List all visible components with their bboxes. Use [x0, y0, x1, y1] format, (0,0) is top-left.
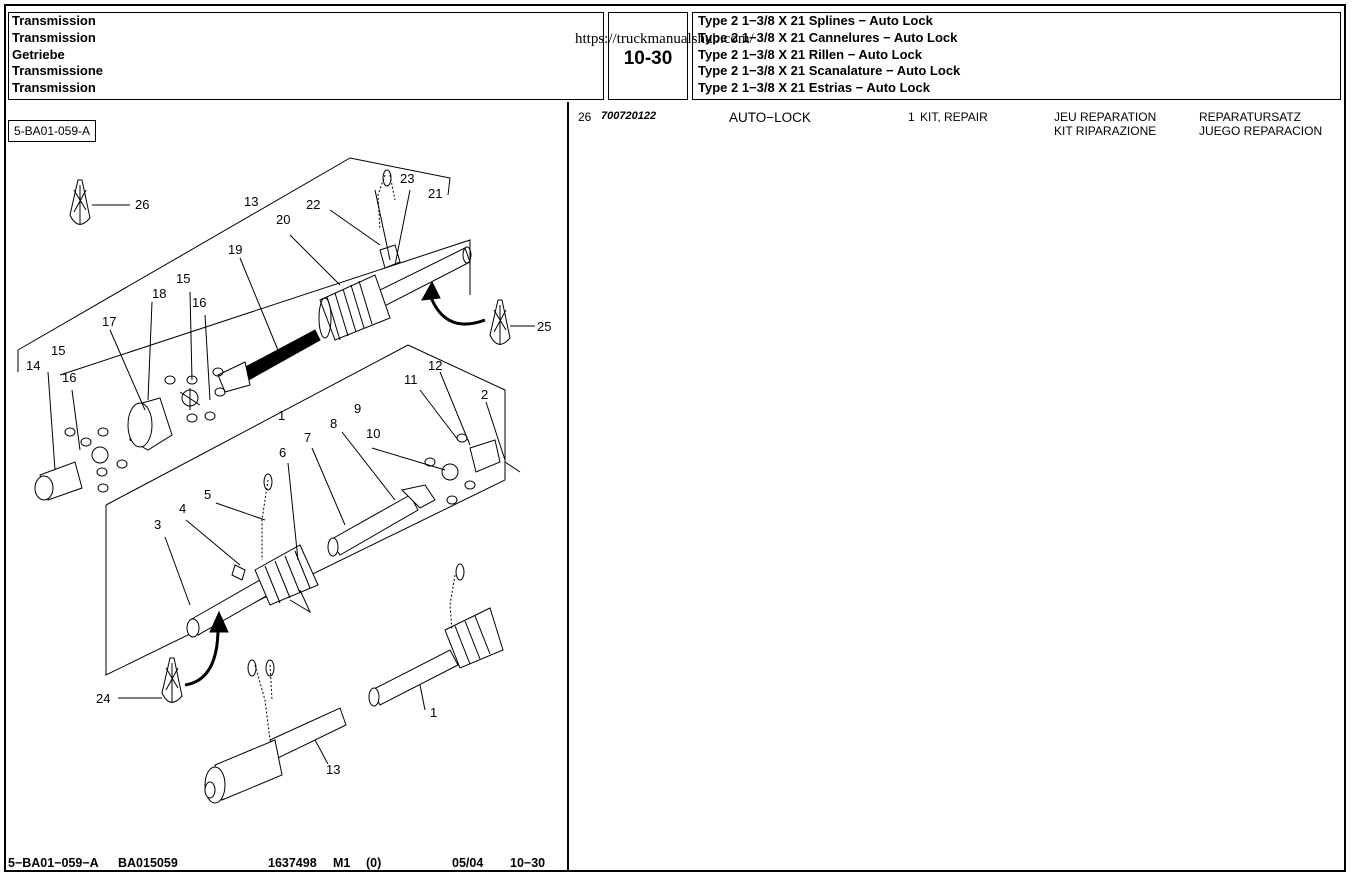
- page-frame: [4, 4, 1346, 872]
- callout: 20: [276, 212, 290, 227]
- callout: 26: [135, 197, 149, 212]
- upper-shaft: [318, 169, 472, 341]
- callout: 12: [428, 358, 442, 373]
- grease-bag-24: [118, 610, 229, 703]
- bracket-13: [17, 157, 471, 376]
- callout: 18: [152, 286, 166, 301]
- title-line: Transmission: [12, 29, 96, 45]
- inner-tube-8: [327, 484, 436, 557]
- callout: 23: [400, 171, 414, 186]
- section-title-box: Transmission Transmission Getriebe Trans…: [8, 12, 604, 100]
- description-box: Type 2 1−3/8 X 21 Splines − Auto Lock Ty…: [692, 12, 1341, 100]
- callout: 17: [102, 314, 116, 329]
- callout: 16: [62, 370, 76, 385]
- callout: 21: [428, 186, 442, 201]
- footer-page: 10−30: [510, 856, 546, 870]
- desc-line: Type 2 1−3/8 X 21 Estrias − Auto Lock: [698, 80, 930, 96]
- callout: 10: [366, 426, 380, 441]
- page-number-box: 10-30: [608, 12, 688, 100]
- desc-spanish: JUEGO REPARACION: [1199, 124, 1323, 138]
- quantity: 1: [908, 110, 915, 124]
- callout: 8: [330, 416, 337, 431]
- callout: 11: [404, 372, 418, 387]
- yoke-2: [424, 433, 521, 505]
- callout: 13: [244, 194, 258, 209]
- footer-doc-code: 5−BA01−059−A: [8, 856, 99, 870]
- grease-bag-26: [69, 179, 130, 225]
- footer-paren: (0): [366, 856, 382, 870]
- outer-tube-3: [186, 473, 319, 638]
- callout: 24: [96, 691, 110, 706]
- callout: 15: [176, 271, 190, 286]
- callout: 15: [51, 343, 65, 358]
- title-line: Transmission: [12, 80, 96, 96]
- callout: 13: [326, 762, 340, 777]
- yoke-assembly-left: [127, 367, 226, 451]
- footer-illustration-id: BA015059: [118, 856, 178, 870]
- callout: 25: [537, 319, 551, 334]
- exploded-diagram: 26 13 23 22 21 20 19 25 18 15 16 17 14 1…: [17, 157, 551, 804]
- callout: 6: [279, 445, 286, 460]
- desc-line: Type 2 1−3/8 X 21 Cannelures − Auto Lock: [698, 29, 958, 45]
- callout: 4: [179, 501, 186, 516]
- desc-english: KIT, REPAIR: [920, 110, 988, 124]
- title-line: Getriebe: [12, 46, 65, 62]
- callout: 1: [278, 408, 285, 423]
- part-note: AUTO−LOCK: [729, 110, 811, 125]
- assembled-shaft-13: [204, 659, 347, 804]
- leader-lines: [47, 189, 506, 765]
- desc-line: Type 2 1−3/8 X 21 Splines − Auto Lock: [698, 13, 933, 28]
- footer-revision: M1: [333, 856, 351, 870]
- column-divider: [567, 102, 569, 872]
- callout: 5: [204, 487, 211, 502]
- assembled-shaft-1: [368, 563, 504, 707]
- desc-line: Type 2 1−3/8 X 21 Scanalature − Auto Loc…: [698, 63, 961, 79]
- title-line: Transmission: [12, 13, 96, 28]
- callout: 19: [228, 242, 242, 257]
- callout: 3: [154, 517, 161, 532]
- footer-date: 05/04: [452, 856, 484, 870]
- yoke-14: [34, 427, 128, 501]
- callout: 14: [26, 358, 40, 373]
- title-line: Transmissione: [12, 63, 104, 79]
- callout: 9: [354, 401, 361, 416]
- figure-ref-label: 5-BA01-059-A: [8, 120, 96, 142]
- grease-bag-25: [421, 280, 535, 345]
- desc-line: Type 2 1−3/8 X 21 Rillen − Auto Lock: [698, 46, 922, 62]
- spline-shaft-19: [217, 329, 321, 393]
- ref-number: 26: [578, 110, 592, 124]
- callout: 16: [192, 295, 206, 310]
- footer-manual-number: 1637498: [268, 856, 317, 870]
- watermark-url: https://truckmanualshub.com/: [575, 31, 754, 47]
- callout: 1: [430, 705, 437, 720]
- part-number: 700720122: [601, 110, 657, 122]
- desc-french: JEU REPARATION: [1054, 110, 1157, 124]
- callout: 22: [306, 197, 320, 212]
- page-number: 10-30: [623, 48, 673, 69]
- bracket-1: [105, 344, 506, 676]
- desc-italian: KIT RIPARAZIONE: [1054, 124, 1157, 138]
- callout: 7: [304, 430, 311, 445]
- desc-german: REPARATURSATZ: [1199, 110, 1302, 124]
- callout: 2: [481, 387, 488, 402]
